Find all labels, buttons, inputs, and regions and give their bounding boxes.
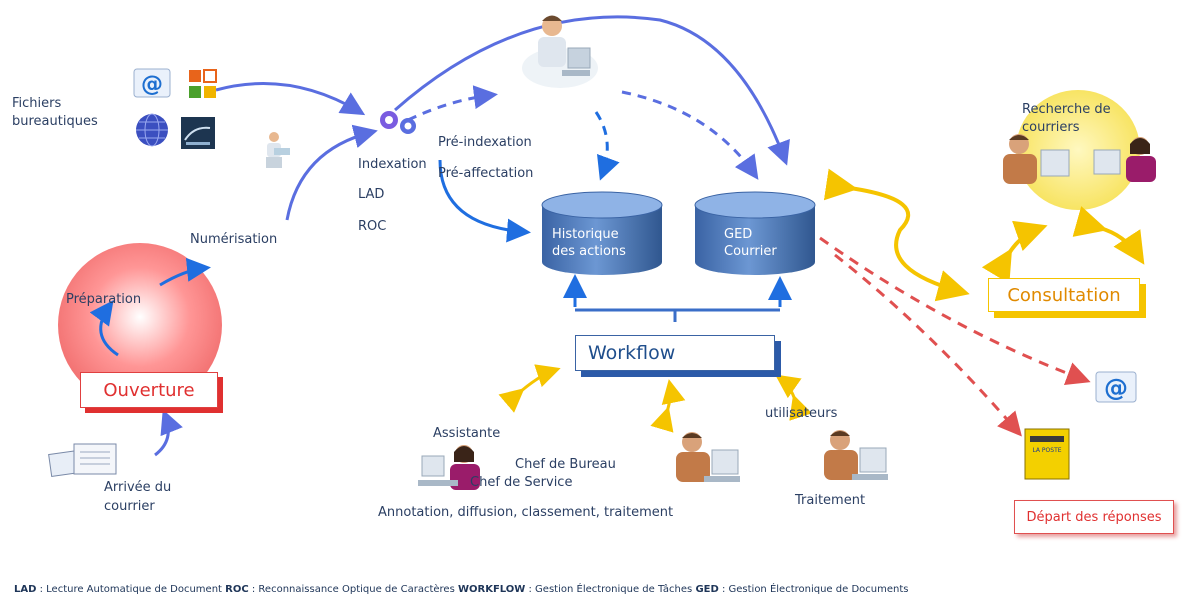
- historique-label: Historique des actions: [552, 226, 626, 260]
- workflow-label: Workflow: [588, 342, 676, 364]
- recherche-label-2: courriers: [1022, 120, 1080, 135]
- ouverture-label: Ouverture: [103, 379, 195, 401]
- ged-label-1: GED: [724, 227, 753, 242]
- recherche-user-1-icon: [995, 130, 1075, 190]
- chef-icon: [664, 430, 744, 490]
- consultation-box: Consultation: [988, 278, 1140, 312]
- footnote-text-lad: : Lecture Automatique de Document: [36, 584, 226, 595]
- preparation-label: Préparation: [66, 292, 142, 307]
- traitement-label: Traitement: [795, 493, 866, 508]
- email-icon: @: [1095, 368, 1139, 404]
- mailbox-icon: LA POSTE: [1024, 428, 1070, 480]
- footnote-text-workflow: : Gestion Électronique de Tâches: [525, 584, 696, 595]
- annotation-label: Annotation, diffusion, classement, trait…: [378, 505, 674, 520]
- fichiers-label: Fichiers: [12, 96, 62, 111]
- depart-box: Départ des réponses: [1014, 500, 1174, 534]
- footnote-abbr-roc: ROC: [225, 584, 249, 595]
- ouverture-zone: [58, 243, 222, 407]
- ged-cylinder: [694, 191, 816, 275]
- footnote-abbr-lad: LAD: [14, 584, 37, 595]
- footnote: LAD : Lecture Automatique de Document RO…: [14, 584, 1174, 596]
- office-icon: [187, 68, 219, 104]
- utilisateur-icon: [812, 428, 892, 488]
- roc-label: ROC: [358, 219, 387, 234]
- chef-bureau-label: Chef de Bureau: [515, 457, 616, 472]
- footnote-text-ged: : Gestion Électronique de Documents: [718, 584, 909, 595]
- presentation-icon: [180, 116, 216, 150]
- pre-affectation-label: Pré-affectation: [438, 166, 534, 181]
- laposte-label: LA POSTE: [1032, 447, 1061, 454]
- footnote-abbr-workflow: WORKFLOW: [457, 584, 526, 595]
- historique-cylinder: [541, 191, 663, 275]
- numerisation-label: Numérisation: [190, 232, 278, 247]
- depart-label: Départ des réponses: [1026, 509, 1162, 525]
- consultation-label: Consultation: [1007, 284, 1121, 306]
- indexation-label: Indexation: [358, 157, 427, 172]
- recherche-user-2-icon: [1090, 132, 1166, 190]
- assistante-label: Assistante: [433, 426, 501, 441]
- historique-label-2: des actions: [552, 244, 626, 259]
- bureautiques-label: bureautiques: [12, 114, 98, 129]
- scanner-person-icon: [262, 130, 292, 170]
- ged-label: GED Courrier: [724, 226, 777, 260]
- recherche-label-1: Recherche de: [1022, 102, 1111, 117]
- pre-indexation-label: Pré-indexation: [438, 135, 532, 150]
- user-desk-icon: [520, 8, 600, 88]
- ouverture-box: Ouverture: [80, 372, 218, 408]
- chef-service-label: Chef de Service: [470, 475, 573, 490]
- gears-icon: [375, 108, 425, 138]
- at-sign-icon: @: [133, 68, 171, 98]
- historique-label-1: Historique: [552, 227, 619, 242]
- assistante-icon: [418, 442, 488, 497]
- lad-label: LAD: [358, 187, 385, 202]
- footnote-abbr-ged: GED: [695, 584, 719, 595]
- ged-label-2: Courrier: [724, 244, 777, 259]
- arrivee-label-2: courrier: [104, 499, 155, 514]
- recherche-zone: [1016, 90, 1140, 210]
- svg-text:@: @: [141, 72, 163, 97]
- footnote-text-roc: : Reconnaissance Optique de Caractères: [248, 584, 458, 595]
- workflow-box: Workflow: [575, 335, 775, 371]
- svg-text:@: @: [1104, 374, 1128, 402]
- globe-icon: [134, 112, 170, 148]
- letters-icon: [48, 440, 120, 480]
- arrivee-label-1: Arrivée du: [104, 480, 172, 495]
- utilisateurs-label: utilisateurs: [765, 406, 838, 421]
